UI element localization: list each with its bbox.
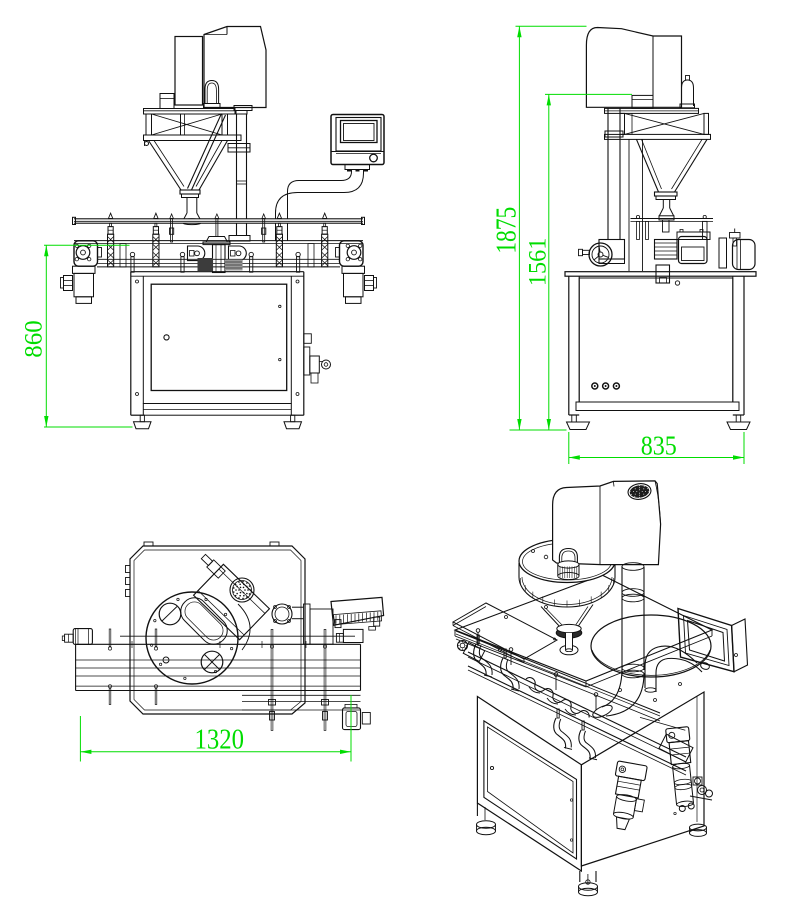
svg-text:835: 835	[641, 430, 677, 461]
svg-text:1320: 1320	[195, 724, 245, 756]
svg-text:860: 860	[21, 320, 48, 358]
svg-text:1561: 1561	[524, 238, 551, 287]
svg-text:1875: 1875	[491, 207, 522, 254]
